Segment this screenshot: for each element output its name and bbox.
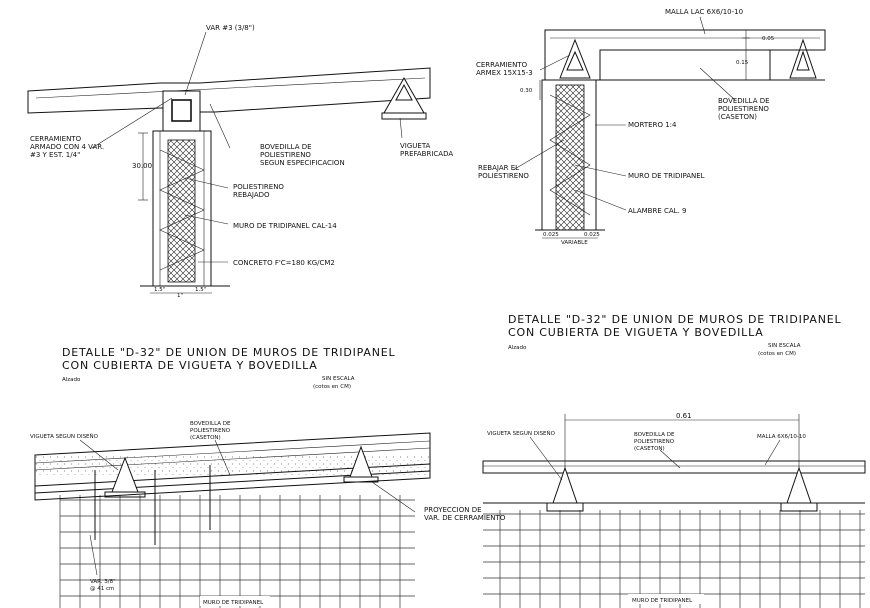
- label-bovedilla-br-2: POLIESTIRENO: [634, 439, 675, 445]
- label-var: VAR #3 (3/8"): [206, 24, 255, 32]
- label-proyeccion-2: VAR. DE CERRAMIENTO: [424, 514, 506, 522]
- dim-bottom-1: 0.025: [543, 232, 559, 238]
- label-alambre: ALAMBRE CAL. 9: [628, 207, 686, 215]
- label-muro-right: MURO DE TRIDIPANEL: [628, 172, 705, 180]
- dim-bottom-right: 1.5": [195, 287, 206, 293]
- label-cerramiento-2: ARMADO CON 4 VAR.: [30, 143, 104, 151]
- grid-bottom-right: [483, 510, 865, 608]
- vigueta-section: [383, 76, 425, 114]
- title-left-line2: CON CUBIERTA DE VIGUETA Y BOVEDILLA: [62, 359, 318, 372]
- dim-bottom-mid: 1": [177, 293, 183, 299]
- label-var-bl-2: @ 41 cm: [90, 586, 114, 592]
- label-muro-bl: MURO DE TRIDIPANEL: [203, 600, 264, 606]
- scale-left: SIN ESCALA: [322, 376, 355, 382]
- cerramiento-beam: [162, 90, 201, 132]
- label-bovedilla-br-3: (CASETON): [634, 446, 665, 452]
- label-bovedilla-bl-2: POLIESTIRENO: [190, 428, 231, 434]
- dim-061: 0.61: [676, 412, 692, 420]
- label-vigueta-br: VIGUETA SEGUN DISEÑO: [487, 430, 556, 437]
- alzado-left: Alzado: [62, 377, 81, 383]
- scale-units-right: (cotos en CM): [758, 351, 796, 357]
- label-poliestireno-1: POLIESTIRENO: [233, 183, 284, 191]
- label-cerramiento-3: #3 Y EST. 1/4": [30, 151, 80, 159]
- label-cerramiento-2: ARMEX 15X15-3: [476, 69, 533, 77]
- dim-015: 0.15: [736, 60, 749, 66]
- detail-bottom-right: 0.61 VIGUETA SEGUN DISEÑO BOVEDILLA DE P…: [482, 412, 866, 608]
- dim-bottom-3: 0.025: [584, 232, 600, 238]
- slab-section-right: [544, 29, 826, 81]
- label-bovedilla-3: (CASETON): [718, 113, 757, 121]
- slab-section: [27, 67, 431, 114]
- dim-30: 30.00: [132, 162, 152, 170]
- label-var-bl-1: VAR. 3/8": [90, 579, 116, 585]
- dim-bottom-left: 1.5": [154, 287, 165, 293]
- scale-right: SIN ESCALA: [768, 343, 801, 349]
- label-bovedilla-bl-1: BOVEDILLA DE: [190, 421, 231, 427]
- label-muro: MURO DE TRIDIPANEL CAL-14: [233, 222, 337, 230]
- title-left-line1: DETALLE "D-32" DE UNION DE MUROS DE TRID…: [62, 346, 396, 359]
- dim-bottom-2: VARIABLE: [561, 240, 588, 246]
- label-vigueta-1: VIGUETA: [400, 142, 431, 150]
- label-poliestireno-2: REBAJADO: [233, 191, 270, 199]
- label-rebajar-2: POLIESTIRENO: [478, 172, 529, 180]
- label-bovedilla-1: BOVEDILLA DE: [260, 143, 312, 151]
- label-bovedilla-2: POLIESTIRENO: [718, 105, 769, 113]
- label-bovedilla-3: SEGUN ESPECIFICACION: [260, 159, 345, 167]
- label-cerramiento-1: CERRAMIENTO: [30, 135, 82, 143]
- label-bovedilla-br-1: BOVEDILLA DE: [634, 432, 675, 438]
- label-bovedilla-bl-3: (CASETON): [190, 435, 221, 441]
- label-mortero: MORTERO 1:4: [628, 121, 677, 129]
- label-malla: MALLA LAC 6X6/10-10: [665, 8, 743, 16]
- label-vigueta-2: PREFABRICADA: [400, 150, 453, 158]
- dim-030: 0.30: [520, 88, 533, 94]
- label-cerramiento-1: CERRAMIENTO: [476, 61, 528, 69]
- label-rebajar-1: REBAJAR EL: [478, 164, 519, 172]
- detail-top-left: 30.00 1.5" 1" 1.5" VAR #3 (3/8") CERRAMI…: [27, 24, 453, 390]
- title-right-line2: CON CUBIERTA DE VIGUETA Y BOVEDILLA: [508, 326, 764, 339]
- label-concreto: CONCRETO F'C=180 KG/CM2: [233, 259, 335, 267]
- label-proyeccion-1: PROYECCION DE: [424, 506, 482, 514]
- dim-005: 0.05: [762, 36, 775, 42]
- scale-units-left: (cotos en CM): [313, 384, 351, 390]
- label-malla-br: MALLA 6X6/10-10: [757, 434, 806, 440]
- label-bovedilla-1: BOVEDILLA DE: [718, 97, 770, 105]
- detail-bottom-left: VIGUETA SEGUN DISEÑO BOVEDILLA DE POLIES…: [30, 421, 506, 608]
- label-bovedilla-2: POLIESTIRENO: [260, 151, 311, 159]
- alzado-right: Alzado: [508, 345, 527, 351]
- detail-top-right: 0.05 0.15 0.30 0.025 VARIABLE 0.025 MALL…: [476, 8, 842, 357]
- title-right-line1: DETALLE "D-32" DE UNION DE MUROS DE TRID…: [508, 313, 842, 326]
- label-muro-br: MURO DE TRIDIPANEL: [632, 598, 693, 604]
- label-vigueta-bl: VIGUETA SEGUN DISEÑO: [30, 433, 99, 440]
